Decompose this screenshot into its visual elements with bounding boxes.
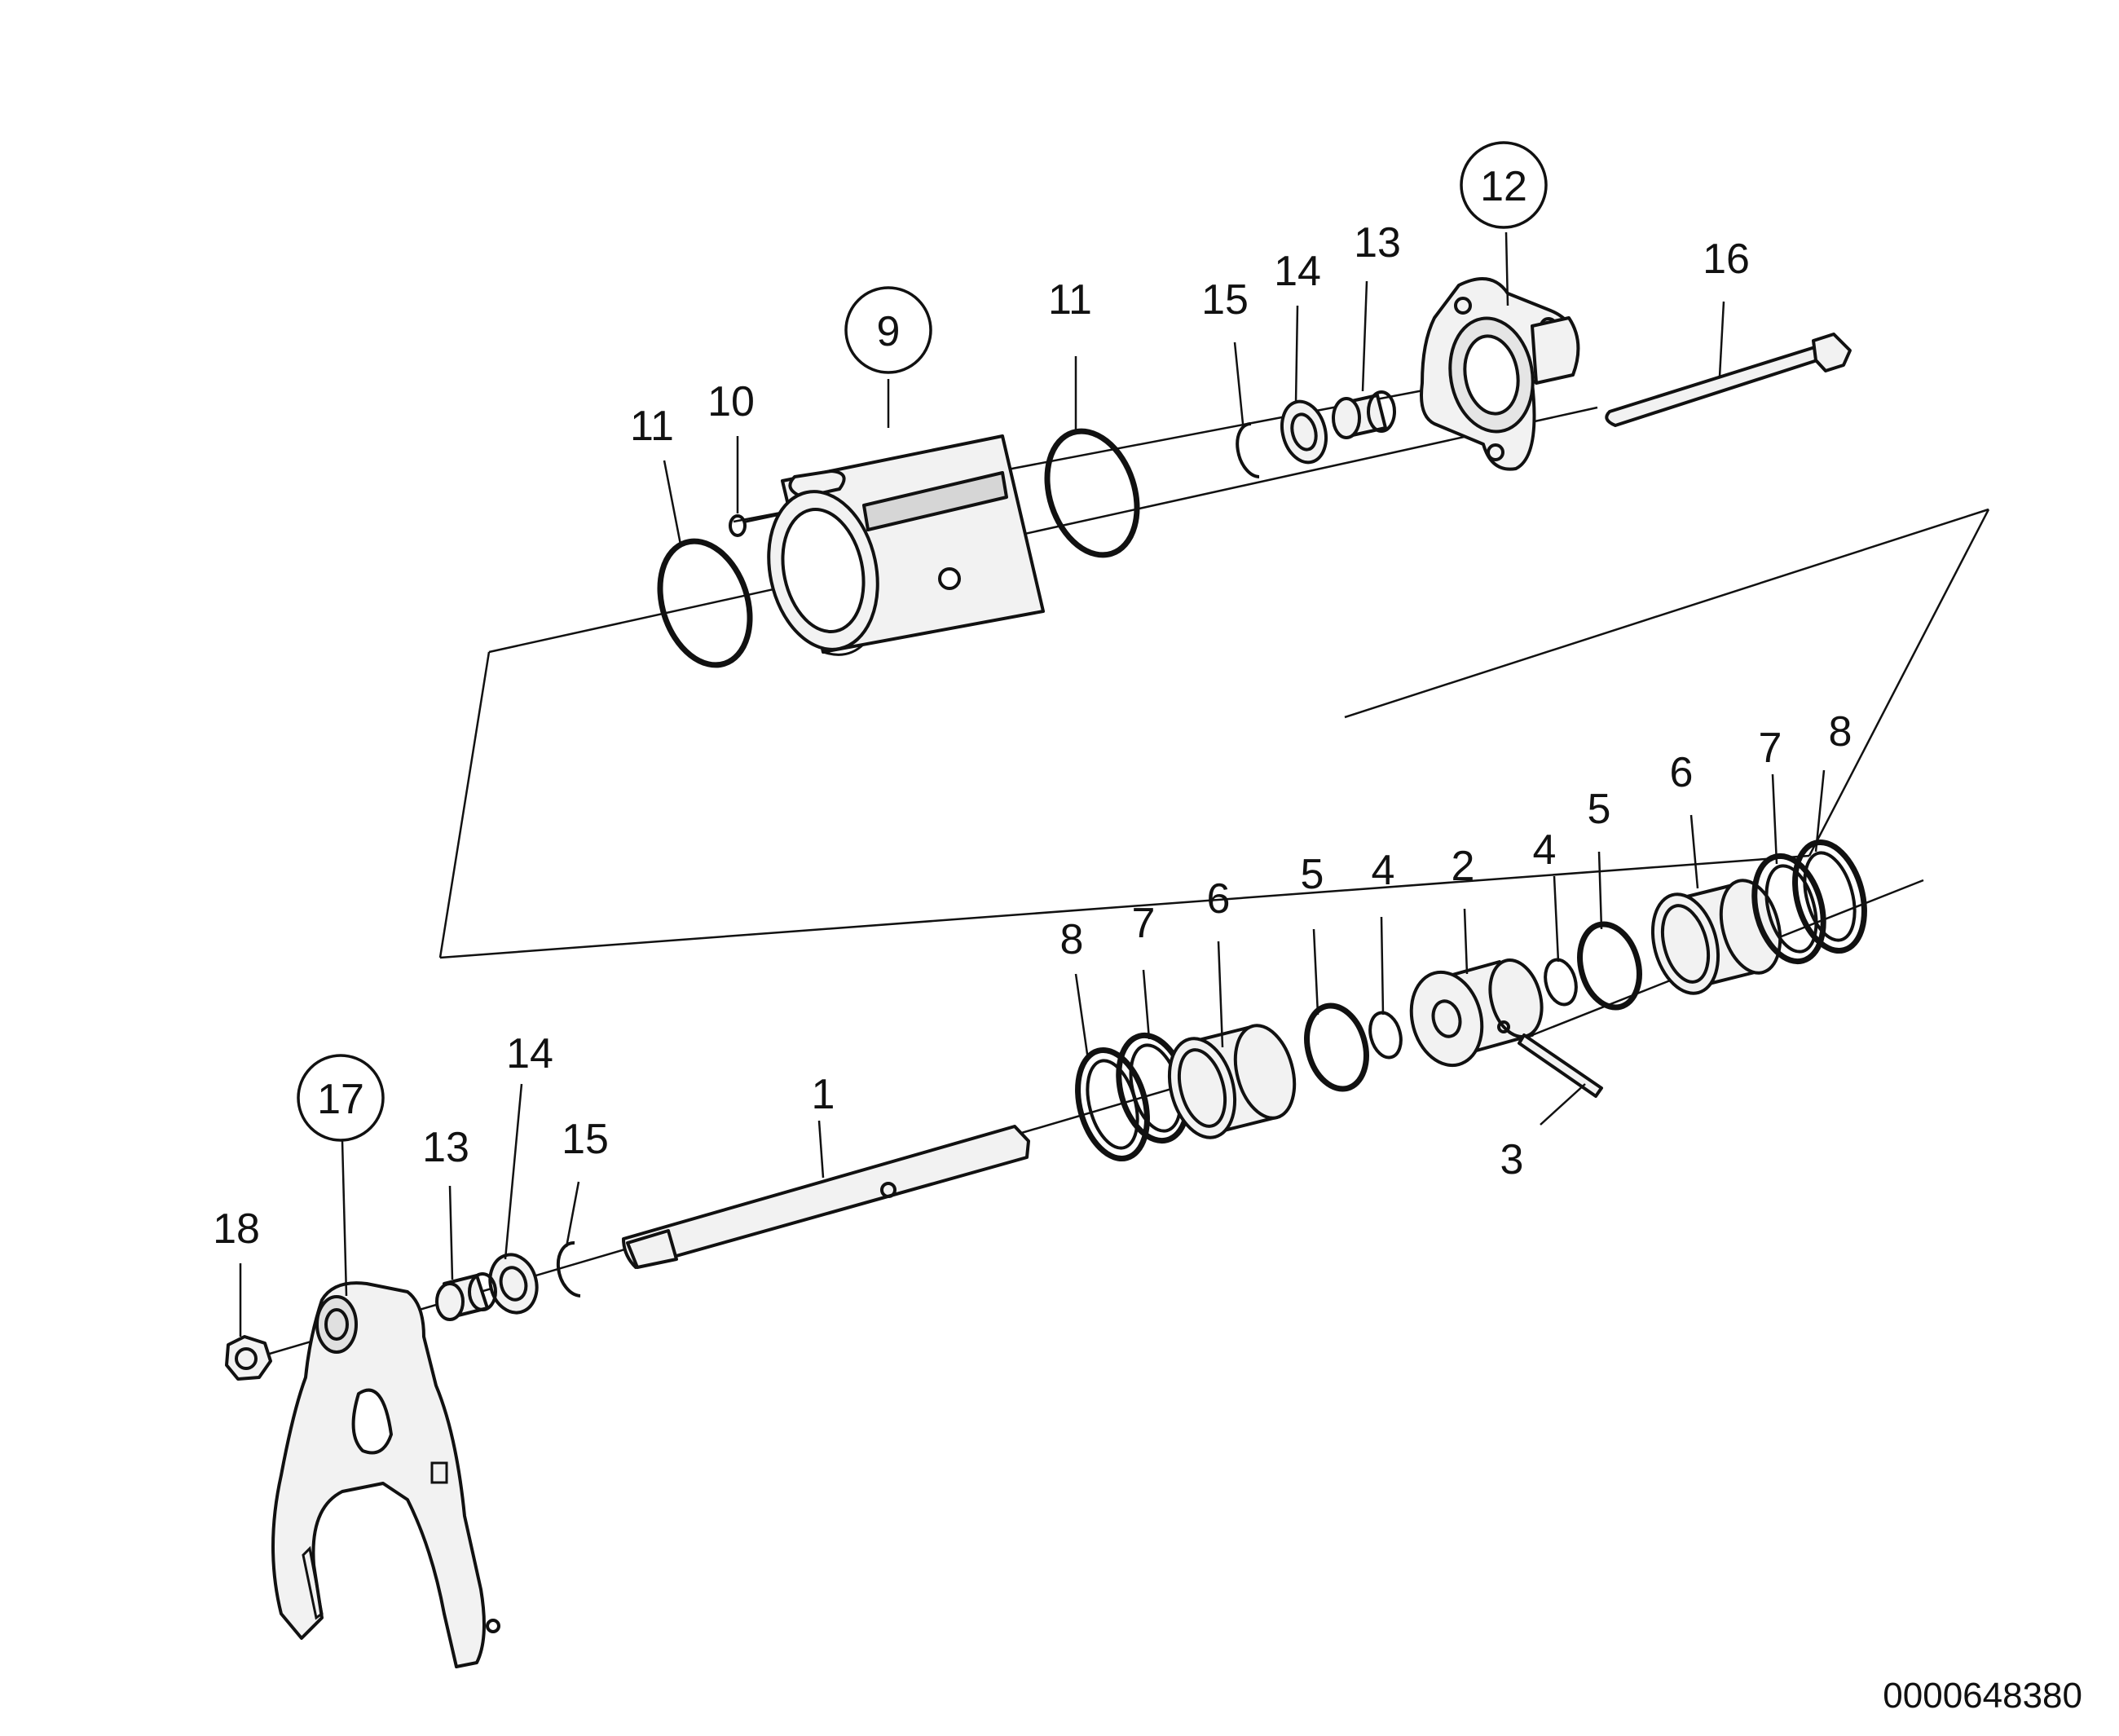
assembly-axis-lines <box>244 377 1990 1363</box>
callout-5-right: 5 <box>1588 786 1611 833</box>
callout-13-lower: 13 <box>422 1124 469 1171</box>
seal-14-upper <box>1280 399 1328 465</box>
callout-circle-9 <box>844 286 932 374</box>
leader-lines <box>239 231 1826 1337</box>
callout-1: 1 <box>812 1071 835 1118</box>
o-ring-11-right <box>1044 428 1140 558</box>
callout-4-right: 4 <box>1533 826 1557 874</box>
callout-15-upper: 15 <box>1201 276 1249 324</box>
callout-18: 18 <box>213 1205 260 1253</box>
ring-7-right <box>1751 853 1826 965</box>
ring-5-right <box>1577 921 1642 1011</box>
callout-labels: 1 2 3 4 4 5 5 6 6 7 7 8 8 9 10 11 11 12 … <box>213 163 1852 1253</box>
o-ring-11-left <box>657 538 753 668</box>
callout-16: 16 <box>1703 236 1750 283</box>
callout-11-left: 11 <box>630 403 674 450</box>
callout-12: 12 <box>1480 163 1527 210</box>
callout-7-left: 7 <box>1132 900 1156 947</box>
ring-4-right <box>1544 958 1578 1007</box>
callout-14-lower: 14 <box>506 1030 553 1077</box>
bushing-13-lower <box>435 1272 497 1321</box>
sleeve-6-right <box>1650 879 1782 995</box>
pin-3 <box>1518 1033 1603 1098</box>
callout-4-left: 4 <box>1372 847 1395 894</box>
cylinder-housing-9 <box>767 434 1045 656</box>
callout-10: 10 <box>707 378 755 425</box>
piston-2 <box>1409 958 1544 1068</box>
end-cover-12 <box>1420 277 1580 471</box>
callout-15-lower: 15 <box>562 1116 609 1163</box>
nut-18 <box>225 1335 272 1381</box>
shift-fork-17 <box>271 1281 500 1668</box>
snap-ring-15-upper <box>1236 421 1260 478</box>
ring-5-left <box>1304 1002 1369 1092</box>
bolt-16 <box>1605 333 1852 427</box>
callout-8-left: 8 <box>1060 916 1084 963</box>
callout-11-right: 11 <box>1048 276 1092 324</box>
bushing-13-upper <box>1332 390 1396 439</box>
callout-9: 9 <box>877 308 901 355</box>
callout-7-right: 7 <box>1759 725 1782 772</box>
callout-circle-17 <box>297 1054 385 1142</box>
shift-rod-1 <box>622 1125 1030 1269</box>
callout-5-left: 5 <box>1301 851 1324 898</box>
callout-circle-12 <box>1460 141 1548 229</box>
callout-6-right: 6 <box>1670 749 1694 796</box>
sleeve-6-left <box>1167 1024 1297 1139</box>
callout-13-upper: 13 <box>1354 219 1401 267</box>
callout-17: 17 <box>317 1076 364 1123</box>
ring-4-left <box>1368 1011 1403 1060</box>
ring-8-right <box>1792 839 1867 954</box>
snap-ring-15-lower <box>556 1240 581 1298</box>
callout-3: 3 <box>1500 1136 1524 1183</box>
callout-6-left: 6 <box>1207 875 1231 923</box>
callout-circles <box>297 141 1548 1142</box>
callout-14-upper: 14 <box>1274 248 1321 295</box>
ring-8-left <box>1075 1047 1150 1161</box>
callout-2: 2 <box>1452 843 1475 890</box>
document-number: 0000648380 <box>1883 1676 2082 1716</box>
callout-8-right: 8 <box>1829 708 1852 756</box>
